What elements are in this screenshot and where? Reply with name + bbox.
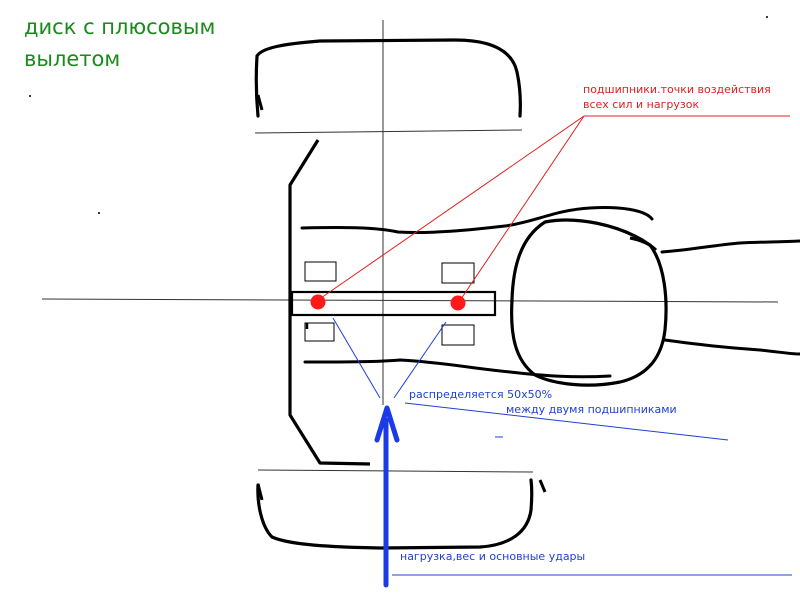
horizontal-axle-axis bbox=[41, 298, 779, 303]
bearings-label-line-1: подшипники.точки воздействия bbox=[583, 83, 771, 96]
stray-speck bbox=[29, 95, 31, 97]
distribution-line-left bbox=[332, 317, 381, 399]
rim-profile-outline bbox=[288, 139, 371, 466]
lower-tire-right-tail bbox=[538, 479, 547, 493]
upper-tire-base-line bbox=[254, 129, 523, 134]
red-dot-icon bbox=[310, 294, 326, 310]
title-line-2: вылетом bbox=[24, 47, 120, 71]
load-label: нагрузка,вес и основные удары bbox=[400, 550, 585, 563]
stud-upper-left bbox=[304, 261, 337, 282]
drive-shaft-upper bbox=[660, 239, 800, 254]
title-line-1: диск с плюсовым bbox=[24, 15, 215, 39]
bearing-callout-line-1 bbox=[317, 115, 585, 301]
bearing-callout-line-2 bbox=[458, 115, 585, 303]
hub-lower-edge bbox=[303, 358, 612, 379]
hub-upper-edge bbox=[300, 206, 654, 235]
lower-tire-outline bbox=[256, 478, 534, 550]
stray-speck bbox=[766, 16, 768, 18]
distribution-label-line-2: между двумя подшипниками bbox=[506, 403, 677, 416]
lower-tire-base-line bbox=[257, 469, 534, 473]
drive-shaft-lower bbox=[663, 338, 800, 356]
up-arrow-icon bbox=[374, 405, 400, 588]
lower-tire-left-tail bbox=[256, 483, 264, 501]
stud-upper-right bbox=[441, 262, 475, 284]
cv-joint-outline bbox=[510, 218, 668, 387]
stray-speck bbox=[98, 212, 100, 214]
axle-shaft bbox=[290, 290, 497, 317]
distribution-line-right bbox=[393, 321, 447, 399]
distribution-underline bbox=[404, 402, 729, 441]
bearings-label-line-2: всех сил и нагрузок bbox=[583, 98, 699, 111]
upper-tire-left-tail bbox=[256, 94, 264, 111]
distribution-label-line-1: распределяется 50х50% bbox=[409, 388, 552, 401]
stud-lower-left bbox=[304, 322, 335, 342]
stud-lower-right bbox=[441, 324, 475, 346]
cv-joint-top-tail bbox=[629, 236, 658, 252]
upper-tire-outline bbox=[254, 38, 522, 118]
red-dot-icon bbox=[450, 295, 466, 311]
